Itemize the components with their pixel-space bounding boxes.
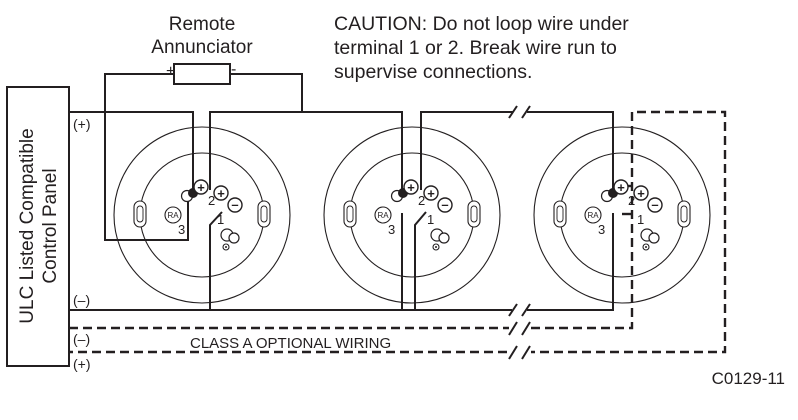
annunciator-body [173,63,231,85]
detector-2-plus-sign-2: + [427,186,435,201]
detector-1-slot-right-inner [260,205,268,223]
detector-1-lower-screw-b [228,232,240,244]
detector-1-ra-label: RA [167,211,179,220]
break-mark-classa-4 [521,345,531,360]
detector-2-ra-label: RA [377,211,389,220]
terminal-minus-2: (–) [73,331,90,347]
annunciator-positive-lead [104,73,189,241]
detector-2-plus-sign-1: + [407,180,415,195]
terminal-plus-bottom: (+) [73,356,91,372]
detector-1-ra-terminal [164,206,182,224]
positive-wire-break-to-3 [527,111,614,190]
detector-1-small-hole-dot [225,246,227,248]
detector-1-terminal-3-label: 3 [178,222,185,237]
panel-label-line2: Control Panel [40,168,61,283]
detector-1-terminal-2-label: 2 [208,193,215,208]
detector-base-1: RA++–321 [113,126,291,304]
positive-wire-1-to-2 [209,111,403,190]
detector-3-plus-terminal-1 [613,179,629,195]
detector-3-plus-terminal-2 [633,185,649,201]
detector-base-2: RA++–321 [323,126,501,304]
detector-3-small-hole-dot [645,246,647,248]
annunciator-negative-lead [230,73,303,112]
detector-1-terminal-1-label: 1 [217,212,224,227]
detector-1-plus-terminal-1 [193,179,209,195]
detector-3-outer-ring [533,126,711,304]
class-a-wiring: CLASS A OPTIONAL WIRING [69,110,727,360]
detector-1-slot-left-inner [136,205,144,223]
caution-line3: supervise connections. [334,61,532,83]
detector-2-ra-terminal [374,206,392,224]
break-mark-classa-2 [521,321,531,336]
positive-wire-to-detector-1 [69,111,194,190]
detector-base-3: RA++–321 [533,126,711,304]
break-mark-classa-1 [508,321,518,336]
detector-1-outer-ring [113,126,291,304]
annunciator-title-line2: Annunciator [151,37,253,58]
break-mark-neg-1 [508,303,518,317]
detector-3-lower-screw-b [648,232,660,244]
detector-2-inner-ring [349,152,475,278]
solid-wiring [69,73,614,317]
negative-drop-detector-1 [209,211,223,310]
detector-2-terminal-2-label: 2 [418,193,425,208]
detector-3-ra-label: RA [587,211,599,220]
detector-1-plus-sign-2: + [217,186,225,201]
detector-2-outer-ring [323,126,501,304]
annunciator-title-line1: Remote [169,14,236,35]
break-mark-top-2 [521,105,531,119]
detector-2-lower-screw-b [438,232,450,244]
caution-note: CAUTION: Do not loop wire under terminal… [334,13,629,83]
detector-1-minus-terminal [227,197,243,213]
detector-2-plus-terminal-2 [423,185,439,201]
detector-3-plus-sign-1: + [617,180,625,195]
detector-3-terminal-2-label: 2 [628,193,635,208]
detector-3-ra-terminal [584,206,602,224]
caution-line1: CAUTION: Do not loop wire under [334,13,629,35]
control-panel: ULC Listed Compatible Control Panel (+) … [6,86,91,372]
detector-2-minus-terminal [437,197,453,213]
break-mark-neg-2 [521,303,531,317]
detector-1-plus-terminal-2 [213,185,229,201]
break-mark-classa-3 [508,345,518,360]
figure-code: C0129-11 [712,369,785,388]
detector-1-plus-sign-1: + [197,180,205,195]
detector-3-slot-left-inner [556,205,564,223]
detector-1-inner-ring [139,152,265,278]
detector-1-minus-sign: – [231,197,238,212]
negative-drop-detector-2 [414,211,427,310]
panel-label-line1: ULC Listed Compatible [17,128,38,323]
detector-2-terminal-1-label: 1 [427,212,434,227]
break-mark-top-1 [508,105,518,119]
detector-3-terminal-3-label: 3 [598,222,605,237]
terminal-minus-1: (–) [73,292,90,308]
detector-2-slot-left-inner [346,205,354,223]
annunciator-plus: + [166,63,175,80]
detector-2-small-hole-dot [435,246,437,248]
control-panel-box [6,86,70,367]
detector-3-terminal-1-label: 1 [637,212,644,227]
positive-wire-2-to-break [420,111,513,190]
detector-3-slot-right-inner [680,205,688,223]
detector-3-minus-sign: – [651,197,658,212]
caution-line2: terminal 1 or 2. Break wire run to [334,37,617,59]
detector-2-slot-right-inner [470,205,478,223]
class-a-dashed-loop [69,110,727,354]
class-a-label: CLASS A OPTIONAL WIRING [190,335,391,352]
detector-3-minus-terminal [647,197,663,213]
terminal-plus-top: (+) [73,116,91,132]
detector-3-plus-sign-2: + [637,186,645,201]
detector-2-terminal-3-label: 3 [388,222,395,237]
negative-wire-to-detector-3 [527,213,614,311]
detector-2-plus-terminal-1 [403,179,419,195]
annunciator-minus: - [231,61,236,78]
detector-2-minus-sign: – [441,197,448,212]
